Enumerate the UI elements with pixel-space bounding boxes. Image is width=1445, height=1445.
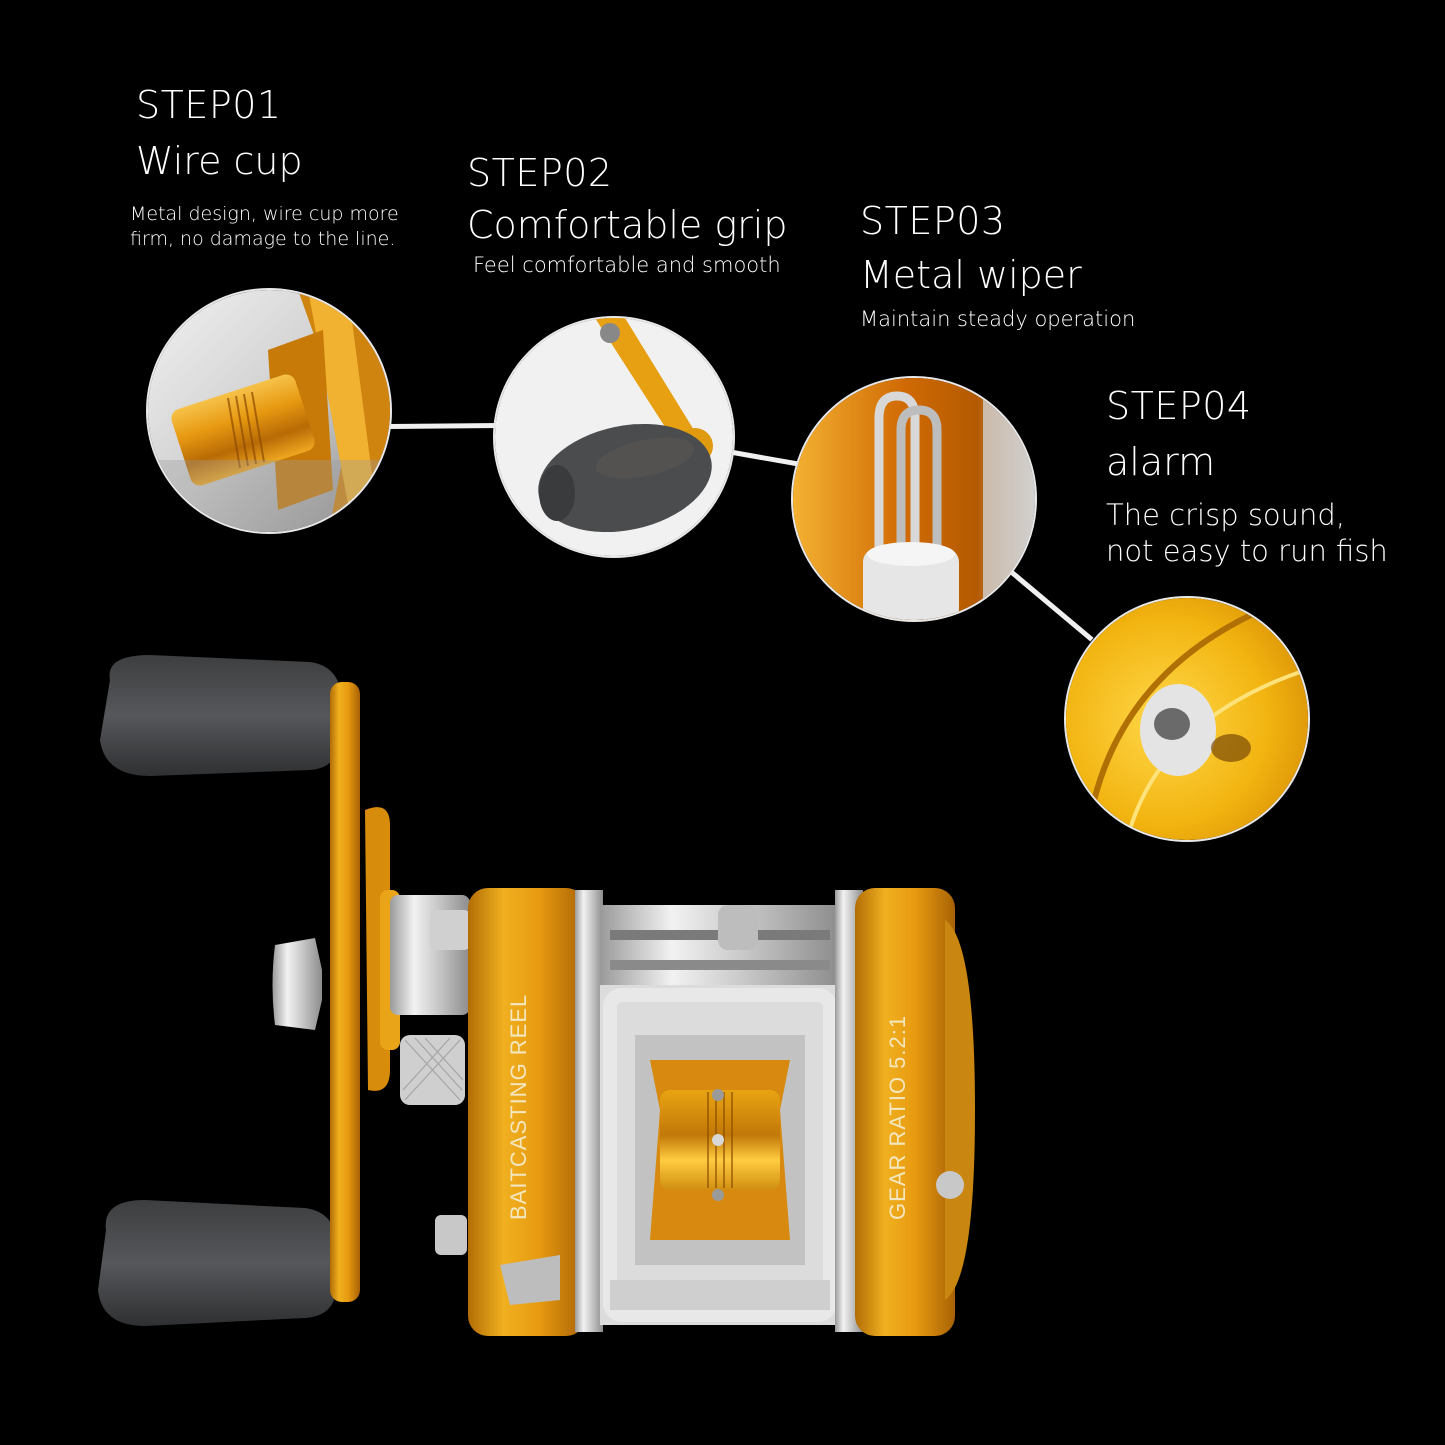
step-01-block: STEP01 Wire cup Metal design, wire cup m… bbox=[130, 83, 399, 251]
lower-handle-knob bbox=[98, 1200, 338, 1326]
connector-line-1-2 bbox=[389, 423, 501, 429]
step-02-title: Comfortable grip bbox=[467, 203, 788, 247]
step-04-description-line-1: The crisp sound, bbox=[1106, 498, 1346, 532]
reel-illustration: BAITCASTING REEL GEAR RATIO 5.2:1 bbox=[98, 655, 975, 1336]
step-01-description-line-2: firm, no damage to the line. bbox=[130, 227, 396, 250]
step-04-block: STEP04 alarm The crisp sound, not easy t… bbox=[1106, 387, 1388, 570]
connector-line-3-4 bbox=[998, 560, 1094, 642]
left-side-plate bbox=[468, 888, 586, 1336]
line-guide-closeup-illustration bbox=[793, 378, 1035, 620]
step-02-description-line-1: Feel comfortable and smooth bbox=[473, 253, 781, 277]
step-02-block: STEP02 Comfortable grip Feel comfortable… bbox=[467, 154, 787, 279]
step-01-label: STEP01 bbox=[136, 83, 282, 127]
step-04-title: alarm bbox=[1106, 440, 1216, 484]
clicker-button-closeup-illustration bbox=[1066, 598, 1308, 840]
step-03-label: STEP03 bbox=[860, 199, 1006, 243]
step-04-description: The crisp sound, not easy to run fish bbox=[1106, 497, 1388, 570]
right-side-plate bbox=[855, 888, 955, 1336]
step-01-description-line-1: Metal design, wire cup more bbox=[130, 203, 399, 225]
alarm-detail-image bbox=[1064, 596, 1310, 842]
reel-side-text-right: GEAR RATIO 5.2:1 bbox=[885, 1015, 910, 1220]
step-02-label: STEP02 bbox=[467, 151, 613, 195]
step-04-description-line-2: not easy to run fish bbox=[1106, 534, 1388, 569]
comfortable-grip-detail-image bbox=[493, 316, 735, 558]
spool-closeup-illustration bbox=[148, 290, 390, 532]
connector-line-2-3 bbox=[732, 450, 799, 467]
step-03-description-line-1: Maintain steady operation bbox=[860, 307, 1136, 331]
step-03-title: Metal wiper bbox=[860, 253, 1082, 297]
step-01-title: Wire cup bbox=[136, 139, 303, 183]
handle-knob-closeup-illustration bbox=[495, 318, 733, 556]
upper-handle-knob bbox=[100, 655, 342, 776]
reel-side-text-left: BAITCASTING REEL bbox=[506, 994, 531, 1220]
wire-cup-detail-image bbox=[146, 288, 392, 534]
metal-wiper-detail-image bbox=[791, 376, 1037, 622]
baitcasting-reel-product-image: BAITCASTING REEL GEAR RATIO 5.2:1 bbox=[90, 640, 990, 1360]
step-01-description: Metal design, wire cup more firm, no dam… bbox=[130, 202, 399, 251]
step-04-label: STEP04 bbox=[1106, 384, 1252, 428]
step-02-description: Feel comfortable and smooth bbox=[473, 252, 787, 279]
step-03-description: Maintain steady operation bbox=[860, 306, 1135, 333]
handle-arm bbox=[330, 682, 360, 1302]
step-03-block: STEP03 Metal wiper Maintain steady opera… bbox=[860, 202, 1135, 333]
